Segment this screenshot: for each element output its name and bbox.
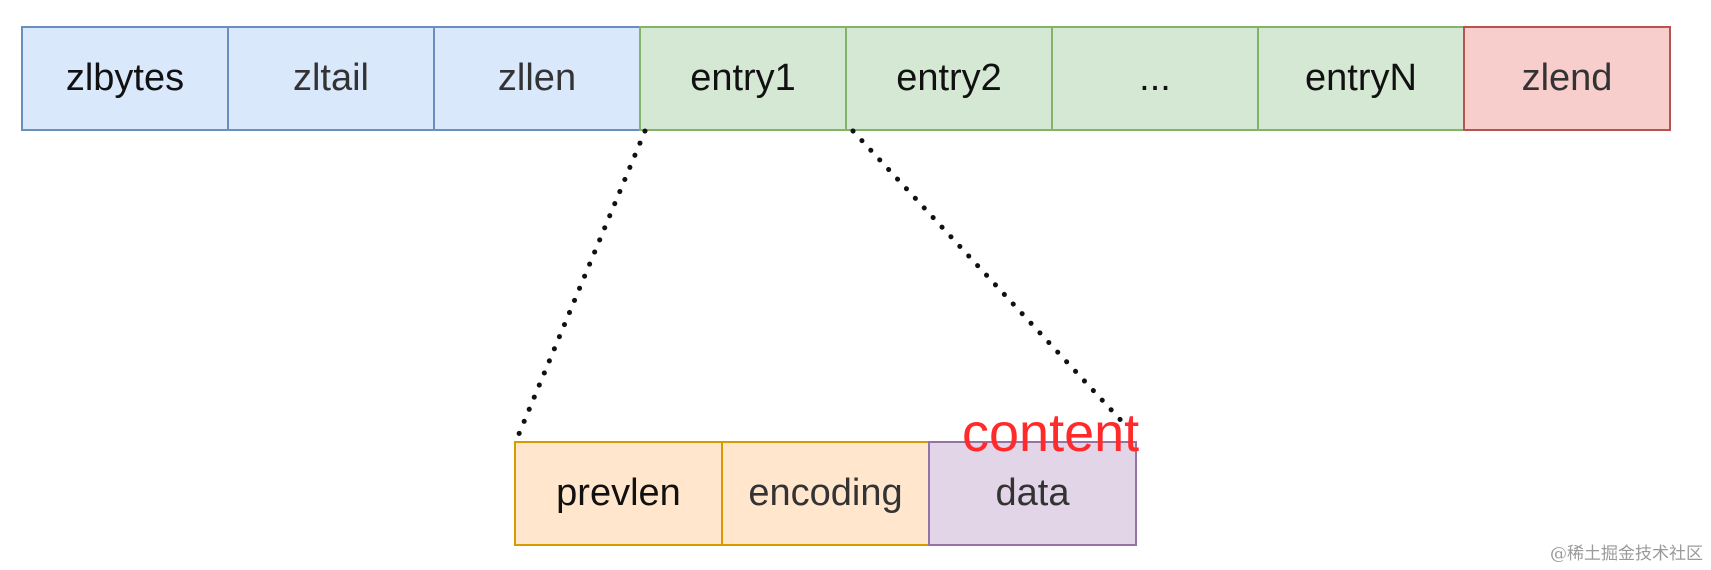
zllen-cell: zllen [433,26,641,131]
entryN-cell: entryN [1257,26,1465,131]
zlbytes-cell: zlbytes [21,26,229,131]
ziplist-structure-row: zlbytes zltail zllen entry1 entry2 ... e… [21,26,1671,131]
entry1-cell: entry1 [639,26,847,131]
ellipsis-cell: ... [1051,26,1259,131]
left-dotted-connector [513,128,648,444]
encoding-cell: encoding [721,441,930,546]
data-cell: data [928,441,1137,546]
entry2-cell: entry2 [845,26,1053,131]
content-annotation: content [962,403,1140,463]
prevlen-cell: prevlen [514,441,723,546]
entry-structure-row: prevlen encoding data [514,441,1137,546]
zltail-cell: zltail [227,26,435,131]
right-dotted-connector [850,128,1131,431]
watermark: @稀土掘金技术社区 [1550,544,1703,564]
zlend-cell: zlend [1463,26,1671,131]
